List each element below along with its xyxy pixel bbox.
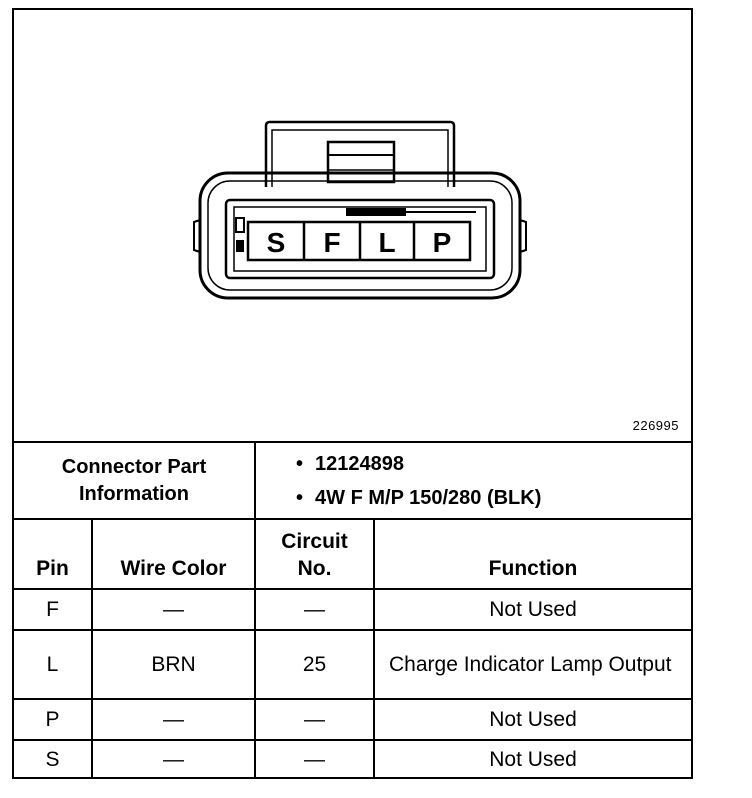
pin-cell: L bbox=[14, 629, 93, 700]
connector-table: Connector Part Information 12124898 4W F… bbox=[14, 443, 691, 779]
table-row: L BRN 25 Charge Indicator Lamp Output bbox=[14, 629, 691, 700]
pin-label: L bbox=[378, 227, 395, 258]
pin-cell: P bbox=[14, 698, 93, 741]
connector-drawing: S F L P bbox=[193, 120, 527, 300]
figure-id: 226995 bbox=[632, 418, 679, 433]
function-cell: Not Used bbox=[373, 588, 691, 631]
pin-cell: F bbox=[14, 588, 93, 631]
connector-part-row: Connector Part Information 12124898 4W F… bbox=[14, 443, 691, 520]
table-row: S — — Not Used bbox=[14, 739, 691, 779]
header-function: Function bbox=[373, 518, 691, 590]
list-item: 4W F M/P 150/280 (BLK) bbox=[296, 481, 691, 515]
pin-label: F bbox=[323, 227, 340, 258]
wire-color-cell: — bbox=[91, 588, 256, 631]
pin-label: S bbox=[267, 227, 286, 258]
connector-part-list: 12124898 4W F M/P 150/280 (BLK) bbox=[254, 443, 691, 520]
circuit-cell: — bbox=[254, 588, 375, 631]
circuit-cell: 25 bbox=[254, 629, 375, 700]
header-row: Pin Wire Color Circuit No. Function bbox=[14, 518, 691, 590]
wire-color-cell: — bbox=[91, 739, 256, 779]
function-cell: Not Used bbox=[373, 698, 691, 741]
table-row: P — — Not Used bbox=[14, 698, 691, 741]
wire-color-cell: — bbox=[91, 698, 256, 741]
wire-color-cell: BRN bbox=[91, 629, 256, 700]
connector-diagram: S F L P 226995 bbox=[14, 10, 691, 443]
function-cell: Charge Indicator Lamp Output bbox=[373, 629, 691, 700]
header-pin: Pin bbox=[14, 518, 93, 590]
connector-part-label: Connector Part Information bbox=[14, 443, 256, 520]
function-cell: Not Used bbox=[373, 739, 691, 779]
circuit-cell: — bbox=[254, 739, 375, 779]
pin-cell: S bbox=[14, 739, 93, 779]
pin-label: P bbox=[433, 227, 452, 258]
diagram-frame: S F L P 226995 Connector Part Informatio… bbox=[12, 8, 693, 779]
circuit-cell: — bbox=[254, 698, 375, 741]
table-row: F — — Not Used bbox=[14, 588, 691, 631]
header-wire-color: Wire Color bbox=[91, 518, 256, 590]
header-circuit: Circuit No. bbox=[254, 518, 375, 590]
list-item: 12124898 bbox=[296, 447, 691, 481]
